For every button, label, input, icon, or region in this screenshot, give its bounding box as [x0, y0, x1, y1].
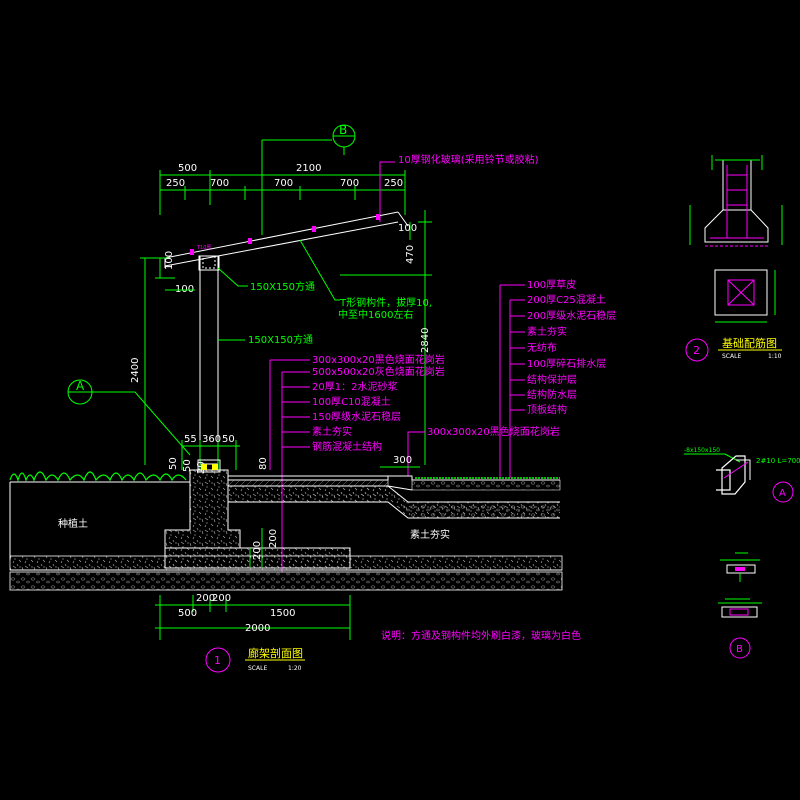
drawing-note: 说明：方通及钢构件均外刷白漆，玻璃为白色	[381, 629, 581, 642]
layer-right-0: 100厚草皮	[527, 278, 576, 291]
title-block-1[interactable]: 1 廊架剖面图 SCALE 1:20	[205, 646, 305, 673]
granite-right-callout[interactable]: 300x300x20黑色烧面花岗岩	[407, 425, 560, 476]
dim-100-slab: 100	[164, 251, 175, 270]
title-2-scale-label: SCALE	[722, 353, 741, 360]
t-steel-callout[interactable]: T形钢构件，拔厚10, 中至中1600左右	[299, 239, 432, 321]
title-block-2[interactable]: 2 基础配筋图 SCALE 1:10	[685, 336, 782, 362]
dim-2840: 2840	[420, 328, 431, 353]
column-footing	[164, 459, 351, 569]
roof-glass-callout[interactable]: 10厚钢化玻璃(采用铃节或胶粘)	[379, 153, 539, 222]
layer-right-7: 结构防水层	[527, 388, 577, 401]
dim-500-bottom: 500	[178, 608, 197, 619]
layer-left-1: 500x500x20灰色烧面花岗岩	[312, 365, 445, 378]
tube-callout-2-text: 150X150方通	[248, 333, 313, 346]
layer-left-6: 钢筋混凝土结构	[312, 440, 382, 453]
dim-200-a: 200	[268, 529, 279, 548]
section-a-marker[interactable]: A	[67, 379, 191, 456]
dim-360: 360	[202, 434, 221, 445]
layer-left-5: 素土夯实	[312, 425, 352, 438]
layer-right-3: 素土夯实	[527, 325, 567, 338]
detail-a-label: A	[779, 488, 786, 499]
layer-right-4: 无纺布	[527, 341, 557, 354]
tube-callout-1-text: 150X150方通	[250, 280, 315, 293]
roof-fixing-note: T10厚	[196, 245, 211, 251]
layer-right-5: 100厚碎石排水层	[527, 357, 606, 370]
foundation-detail: 2 基础配筋图 SCALE 1:10	[685, 155, 783, 362]
dim-700-b: 700	[274, 178, 293, 189]
planting-soil-label: 种植土	[58, 517, 88, 530]
paving-layers	[227, 475, 561, 519]
section-a-label: A	[76, 379, 85, 393]
title-1-text: 廊架剖面图	[248, 646, 303, 660]
base-slab	[9, 555, 563, 591]
dim-500-top: 500	[178, 163, 197, 174]
title-1-scale-label: SCALE	[248, 665, 267, 672]
detail-a: -8x150x150 2#10 L=700 A	[684, 447, 800, 503]
dim-55: 55	[184, 434, 197, 445]
dim-2400: 2400	[130, 358, 141, 383]
right-dimensions: 2840 470 100	[340, 210, 432, 465]
title-1-number: 1	[214, 654, 221, 667]
left-dimensions: 2400 100 100	[130, 251, 195, 465]
dim-50-base: 50	[222, 434, 235, 445]
right-layer-callouts[interactable]: 100厚草皮 200厚C25混凝土 200厚级水泥石稳层 素土夯实 无纺布 10…	[499, 278, 616, 478]
tube-callout-2[interactable]: 150X150方通	[218, 333, 313, 346]
title-2-number: 2	[693, 344, 700, 357]
steel-column	[198, 255, 220, 465]
dim-50-a: 50	[168, 457, 179, 470]
layer-left-3: 100厚C10混凝土	[312, 395, 391, 408]
t-steel-text-1: T形钢构件，拔厚10,	[339, 296, 432, 309]
dim-250-right: 250	[384, 178, 403, 189]
layer-right-1: 200厚C25混凝土	[527, 293, 606, 306]
layer-right-6: 结构保护层	[527, 373, 577, 386]
dim-50-b: 50	[182, 459, 193, 472]
detail-a-note-1: -8x150x150	[684, 447, 720, 454]
layer-right-8: 顶板结构	[527, 403, 567, 416]
dim-200-bottom-b: 200	[212, 593, 231, 604]
section-b-label: B	[339, 123, 347, 137]
layer-left-0: 300x300x20黑色烧面花岗岩	[312, 353, 445, 366]
left-layer-callouts[interactable]: 300x300x20黑色烧面花岗岩 500x500x20灰色烧面花岗岩 20厚1…	[269, 353, 445, 572]
dim-100-right: 100	[398, 223, 417, 234]
dim-1500: 1500	[270, 608, 295, 619]
compacted-soil-label: 素土夯实	[410, 528, 450, 541]
roof-glass-text: 10厚钢化玻璃(采用铃节或胶粘)	[398, 153, 539, 166]
title-2-text: 基础配筋图	[722, 336, 777, 350]
detail-b: B	[718, 552, 762, 659]
dim-80: 80	[258, 457, 269, 470]
dim-250-left: 250	[166, 178, 185, 189]
top-dimensions: 500 2100 250 700 700 700 250	[159, 163, 406, 215]
dim-300: 300	[393, 455, 412, 466]
layer-right-2: 200厚级水泥石稳层	[527, 309, 616, 322]
dim-200-b: 200	[252, 541, 263, 560]
section-b-marker[interactable]: B	[261, 123, 356, 235]
granite-right-text: 300x300x20黑色烧面花岗岩	[427, 425, 560, 438]
title-2-scale: 1:10	[768, 353, 782, 360]
detail-a-note-2: 2#10 L=700	[756, 457, 800, 465]
bottom-dimensions: 500 200 200 1500 2000	[155, 593, 351, 640]
dim-2000: 2000	[245, 623, 270, 634]
roof-beam: T10厚	[164, 211, 409, 268]
layer-left-2: 20厚1：2水泥砂浆	[312, 380, 397, 393]
dim-700-a: 700	[210, 178, 229, 189]
section-drawing: B 500 2100 250 700 700 700 250 10厚钢化	[9, 123, 616, 673]
tube-callout-1[interactable]: 150X150方通	[217, 267, 315, 293]
dim-200-bottom-a: 200	[196, 593, 215, 604]
layer-left-4: 150厚级水泥石稳层	[312, 410, 401, 423]
detail-b-label: B	[736, 644, 743, 655]
dim-2100: 2100	[296, 163, 321, 174]
t-steel-text-2: 中至中1600左右	[338, 308, 413, 321]
dim-470: 470	[405, 245, 416, 264]
ground-grass	[9, 471, 560, 560]
title-1-scale: 1:20	[288, 665, 302, 672]
dim-700-c: 700	[340, 178, 359, 189]
